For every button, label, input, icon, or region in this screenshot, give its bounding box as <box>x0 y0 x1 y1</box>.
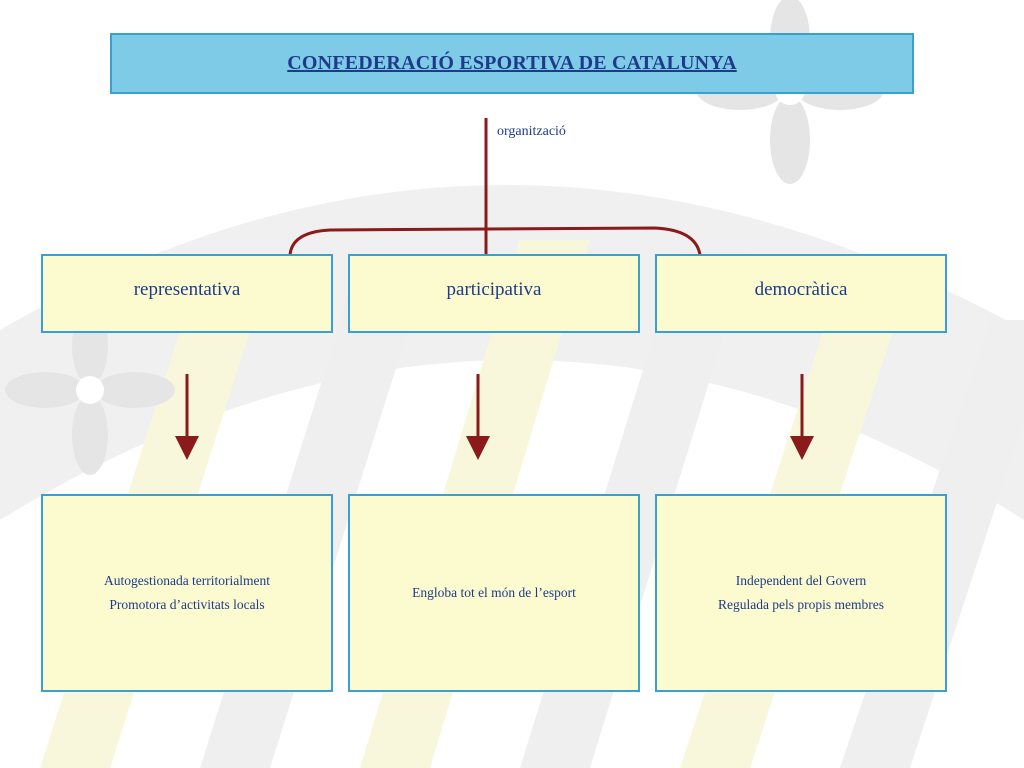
category-box-democratica: democràtica <box>655 254 947 333</box>
description-box-democratica: Independent del Govern Regulada pels pro… <box>655 494 947 692</box>
category-box-participativa: participativa <box>348 254 640 333</box>
description-box-participativa: Engloba tot el món de l’esport <box>348 494 640 692</box>
category-label: representativa <box>133 278 241 300</box>
description-line: Engloba tot el món de l’esport <box>412 585 576 600</box>
branch-connector <box>288 118 702 256</box>
category-box-representativa: representativa <box>41 254 333 333</box>
description-box-representativa: Autogestionada territorialment Promotora… <box>41 494 333 692</box>
down-arrows <box>175 374 814 460</box>
category-label: democràtica <box>754 278 848 300</box>
description-line: Regulada pels propis membres <box>717 597 885 612</box>
title-box: CONFEDERACIÓ ESPORTIVA DE CATALUNYA <box>110 33 914 94</box>
description-line: Promotora d’activitats locals <box>109 597 265 612</box>
category-label: participativa <box>446 278 542 300</box>
description-line: Autogestionada territorialment <box>103 573 271 588</box>
description-line: Independent del Govern <box>735 573 867 588</box>
diagram-title: CONFEDERACIÓ ESPORTIVA DE CATALUNYA <box>287 52 737 74</box>
connector-label: organització <box>497 124 566 139</box>
